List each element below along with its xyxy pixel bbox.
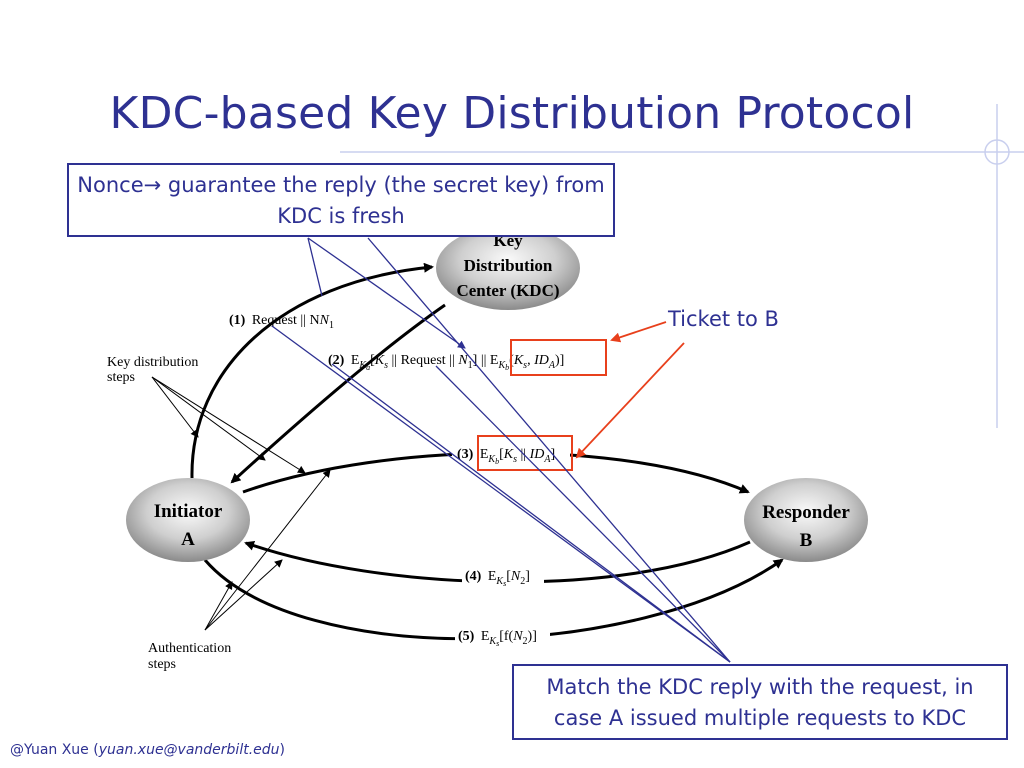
- svg-text:Center (KDC): Center (KDC): [456, 281, 559, 300]
- auth-steps-label: Authentication: [148, 641, 231, 656]
- footer-email[interactable]: yuan.xue@vanderbilt.edu: [98, 742, 280, 758]
- key-steps-label: Key distribution: [107, 355, 198, 370]
- right-arrow-icon: →: [143, 173, 162, 197]
- footer: @Yuan Xue (yuan.xue@vanderbilt.edu): [10, 742, 285, 758]
- key-steps-label-2: steps: [107, 370, 135, 385]
- svg-text:Responder: Responder: [762, 502, 850, 523]
- arrow-step-1: [190, 262, 434, 479]
- svg-text:Distribution: Distribution: [464, 256, 553, 275]
- svg-text:(3) EKb[Ks || IDA]: (3) EKb[Ks || IDA]: [457, 447, 555, 466]
- nonce-callout-lines: [307, 237, 731, 663]
- match-callout-lines: [271, 325, 731, 663]
- auth-steps-label-2: steps: [148, 657, 176, 672]
- svg-text:Initiator: Initiator: [154, 501, 223, 522]
- slide-title: KDC-based Key Distribution Protocol: [109, 88, 915, 139]
- message-2: (2) EKa[Ks || Request || N1] || EKb(Ks, …: [328, 339, 607, 376]
- message-1: (1) Request || NN1: [229, 313, 334, 331]
- ticket-label: Ticket to B: [668, 307, 779, 331]
- match-note: Match the KDC reply with the request, in…: [512, 664, 1008, 740]
- message-4: (4) EKs[N2]: [462, 567, 544, 588]
- arrow-step-2: [230, 303, 446, 484]
- nonce-note: Nonce→ guarantee the reply (the secret k…: [67, 163, 615, 237]
- svg-text:(1) Request || NN1: (1) Request || NN1: [229, 313, 334, 331]
- message-3: (3) EKb[Ks || IDA]: [452, 435, 573, 471]
- svg-text:(2) EKa[Ks || Request: (2) EKa[Ks || Request || N1] || EKb(Ks, …: [328, 353, 564, 372]
- kdc-node: Key Distribution Center (KDC): [436, 226, 580, 310]
- initiator-node: Initiator A: [126, 478, 250, 562]
- message-5: (5) EKs[f(N2)]: [455, 627, 550, 648]
- svg-text:(4) EKs[N2]: (4) EKs[N2]: [465, 569, 530, 588]
- ticket-callout-arrows: [575, 321, 685, 459]
- svg-text:A: A: [181, 529, 195, 550]
- responder-node: Responder B: [744, 478, 868, 562]
- svg-text:(5) EKs[f(N2)]: (5) EKs[f(N2)]: [458, 629, 537, 648]
- svg-text:B: B: [800, 530, 813, 551]
